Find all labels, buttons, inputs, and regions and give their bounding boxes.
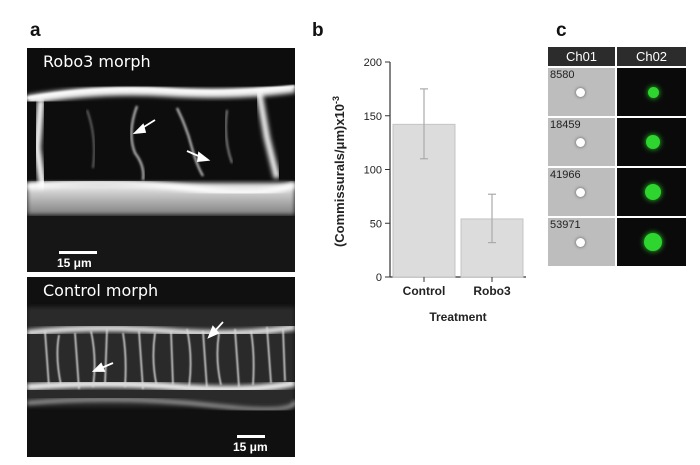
cell-ch01-tile: 53971 [548, 218, 615, 266]
cell-ch01-tile: 18459 [548, 118, 615, 166]
cell-fluorescent-dot [644, 233, 662, 251]
header-ch02: Ch02 [617, 47, 686, 66]
micrograph-robo3-image [27, 48, 295, 272]
x-tick-label-control: Control [403, 284, 446, 298]
cell-fluorescent-dot [647, 86, 659, 98]
micrograph-control: Control morph 15 μm [27, 277, 295, 457]
y-tick-label-3: 150 [364, 111, 382, 123]
header-ch01: Ch01 [548, 47, 615, 66]
micrograph-robo3: Robo3 morph 15 μm [27, 48, 295, 272]
scalebar-bottom-label: 15 μm [233, 440, 268, 454]
cell-ch01-tile: 8580 [548, 68, 615, 116]
x-tick-label-robo3: Robo3 [473, 284, 511, 298]
arrow-icon-3 [207, 321, 224, 339]
panel-letter-b: b [312, 20, 324, 41]
arrow-icon-2 [186, 150, 211, 163]
micrograph-control-image [27, 277, 295, 457]
y-tick-label-4: 200 [364, 57, 382, 69]
cell-ch02-tile [617, 168, 686, 216]
cell-brightfield-dot [576, 138, 585, 147]
cell-ch01-tile: 41966 [548, 168, 615, 216]
y-tick-label-1: 50 [370, 218, 382, 230]
cell-id-label: 18459 [550, 119, 581, 131]
cell-brightfield-dot [576, 88, 585, 97]
cell-ch02-tile [617, 218, 686, 266]
micrograph-control-label: Control morph [43, 281, 159, 300]
cell-brightfield-dot [576, 188, 585, 197]
x-axis-title: Treatment [429, 310, 486, 324]
scalebar-bottom [237, 435, 265, 438]
cell-ch02-tile [617, 118, 686, 166]
cell-id-label: 41966 [550, 169, 581, 181]
cell-id-label: 53971 [550, 219, 581, 231]
y-axis-title: (Commissurals/μm)x10-3 [331, 96, 347, 247]
cell-fluorescent-dot [646, 135, 660, 149]
scalebar-top [59, 251, 97, 254]
scalebar-top-label: 15 μm [57, 256, 92, 270]
arrow-icon-1 [132, 119, 156, 135]
micrograph-robo3-label: Robo3 morph [43, 52, 151, 71]
cell-fluorescent-dot [645, 184, 661, 200]
cell-id-label: 8580 [550, 69, 575, 81]
y-tick-label-0: 0 [376, 272, 382, 284]
y-tick-label-2: 100 [364, 165, 382, 177]
cell-ch02-tile [617, 68, 686, 116]
cell-brightfield-dot [576, 238, 585, 247]
panel-letter-c: c [556, 20, 567, 41]
arrow-icon-4 [91, 362, 114, 372]
panel-letter-a: a [30, 20, 41, 41]
